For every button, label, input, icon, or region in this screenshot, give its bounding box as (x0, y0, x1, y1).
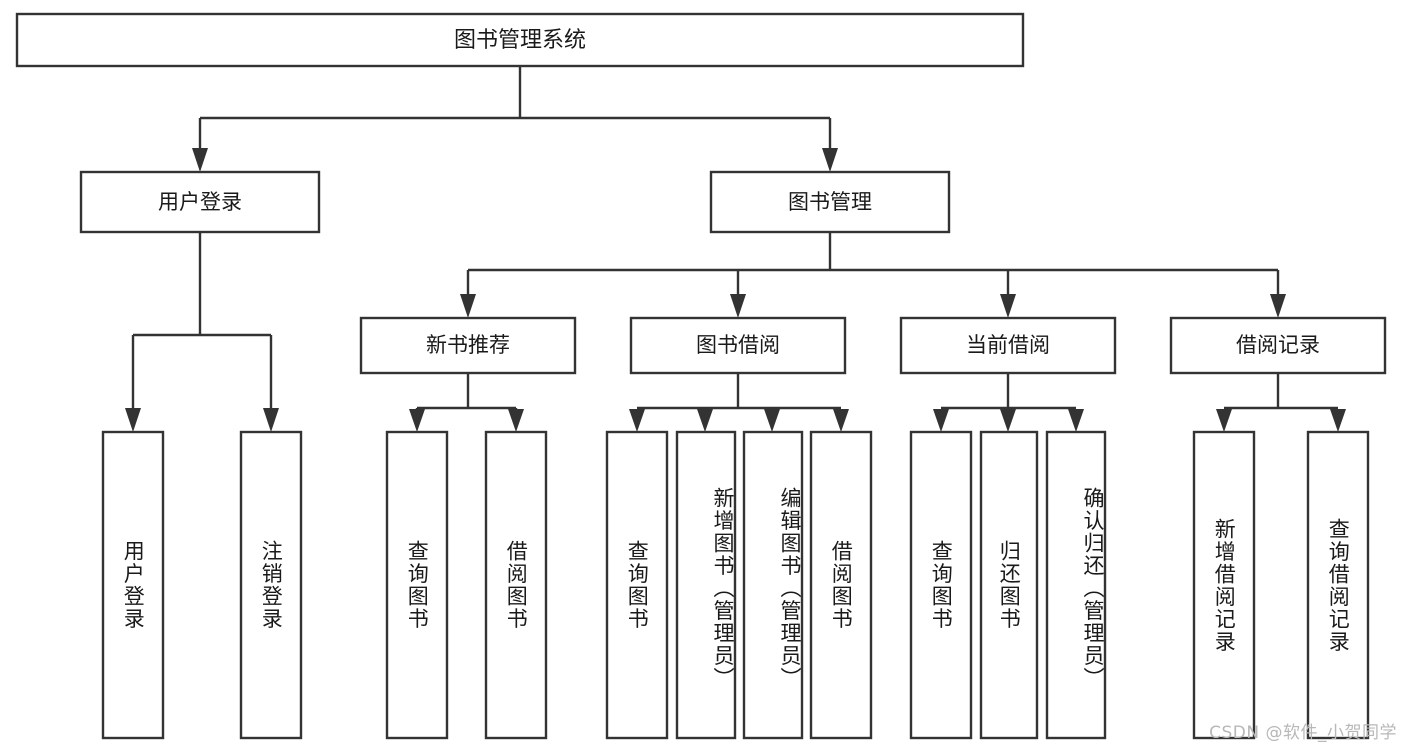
leaf-box-return-book[interactable] (979, 430, 1039, 740)
arrow-head-leaf-query-book-3 (933, 409, 949, 432)
leaf-box-query-book-3[interactable] (909, 430, 973, 740)
leaf-box-borrow-book-1[interactable] (484, 430, 548, 740)
node-book-borrow-label: 图书借阅 (696, 333, 780, 357)
arrow-head-leaf-return-book (1000, 409, 1016, 432)
node-root[interactable]: 图书管理系统 (15, 12, 1025, 68)
leaf-box-query-book-1[interactable] (385, 430, 449, 740)
arrow-head-book-borrow (730, 294, 746, 318)
node-current-borrow-label: 当前借阅 (966, 333, 1050, 357)
node-new-book-recommend-label: 新书推荐 (426, 333, 510, 357)
node-current-borrow-box[interactable] (899, 316, 1117, 375)
arrow-head-leaf-confirm-return (1068, 409, 1084, 432)
arrow-head-leaf-borrow-book-2 (833, 409, 849, 432)
arrow-head-user-login (192, 148, 208, 172)
node-book-borrow-box[interactable] (629, 316, 847, 375)
node-user-login-label: 用户登录 (158, 190, 242, 214)
leaf-box-confirm-return[interactable] (1045, 430, 1107, 740)
arrow-head-leaf-add-book (697, 409, 713, 432)
arrow-head-leaf-add-record (1216, 409, 1232, 432)
arrow-head-leaf-borrow-book-1 (508, 409, 524, 432)
leaf-box-add-book[interactable] (675, 430, 737, 740)
node-book-management-box[interactable] (709, 170, 951, 234)
leaf-box-group (101, 430, 1370, 740)
node-borrow-record-box[interactable] (1169, 316, 1387, 375)
arrow-head-current-borrow (1000, 294, 1016, 318)
node-book-management[interactable]: 图书管理 (709, 170, 951, 234)
leaf-box-query-book-2[interactable] (605, 430, 669, 740)
connector-group-borrow-record (1216, 373, 1346, 432)
leaf-box-user-login[interactable] (101, 430, 165, 740)
connector-group-user-login (125, 232, 279, 432)
connector-group-book-management (460, 232, 1286, 318)
arrow-head-new-book-recommend (460, 294, 476, 318)
node-user-login-box[interactable] (79, 170, 321, 234)
arrow-head-leaf-query-record (1330, 409, 1346, 432)
node-borrow-record-label: 借阅记录 (1236, 333, 1320, 357)
leaf-box-add-record[interactable] (1192, 430, 1256, 740)
node-borrow-record[interactable]: 借阅记录 (1169, 316, 1387, 375)
node-new-book-recommend-box[interactable] (359, 316, 577, 375)
leaf-box-edit-book[interactable] (742, 430, 804, 740)
arrow-head-leaf-query-book-1 (409, 409, 425, 432)
node-user-login[interactable]: 用户登录 (79, 170, 321, 234)
leaf-box-logout[interactable] (239, 430, 303, 740)
node-book-management-label: 图书管理 (788, 190, 872, 214)
connector-group-current-borrow (933, 373, 1084, 432)
csdn-watermark: CSDN @软件_小贺同学 (1209, 723, 1397, 743)
arrow-head-borrow-record (1270, 294, 1286, 318)
connector-group-new-book-recommend (409, 373, 524, 432)
connector-group-root (192, 66, 838, 172)
node-new-book-recommend[interactable]: 新书推荐 (359, 316, 577, 375)
arrow-head-leaf-query-book-2 (629, 409, 645, 432)
node-current-borrow[interactable]: 当前借阅 (899, 316, 1117, 375)
arrow-head-leaf-user-login (125, 408, 141, 432)
arrow-head-leaf-logout (263, 408, 279, 432)
node-root-box[interactable] (15, 12, 1025, 68)
connector-group-book-borrow (629, 373, 849, 432)
arrow-head-book-management (822, 148, 838, 172)
leaf-box-query-record[interactable] (1306, 430, 1370, 740)
node-book-borrow[interactable]: 图书借阅 (629, 316, 847, 375)
arrow-head-leaf-edit-book (764, 409, 780, 432)
leaf-box-borrow-book-2[interactable] (809, 430, 873, 740)
node-root-label: 图书管理系统 (454, 28, 586, 53)
